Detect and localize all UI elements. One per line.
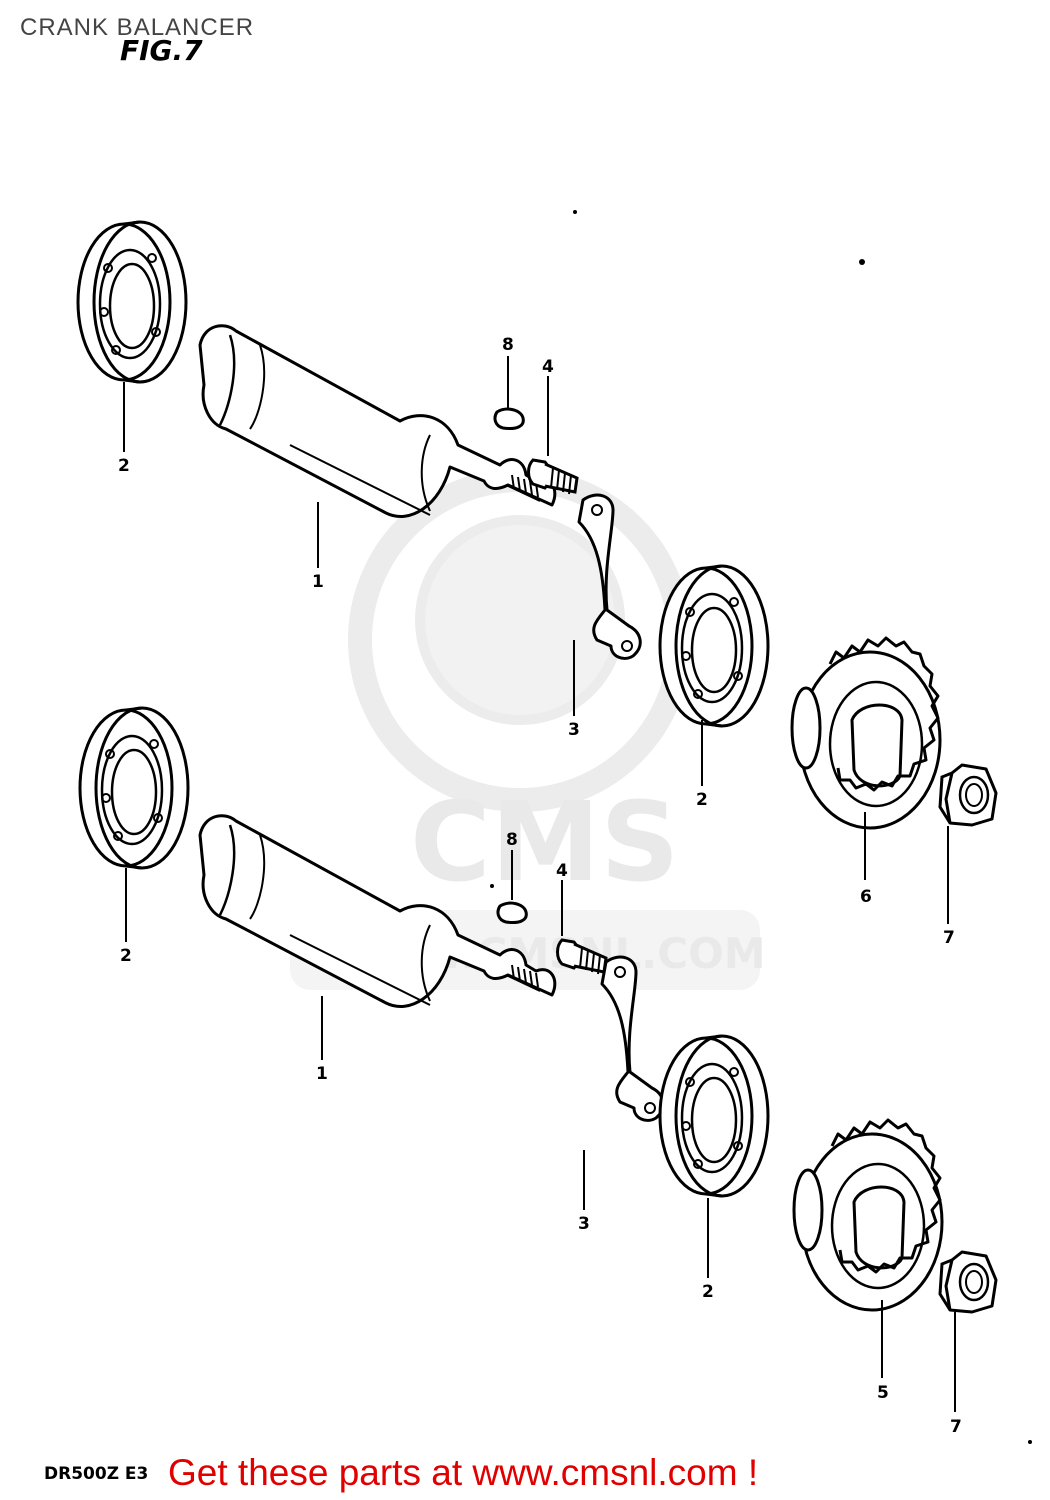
stray-dot bbox=[859, 259, 865, 265]
watermark-brand: CMS bbox=[410, 778, 679, 906]
callout-lower-key: 8 bbox=[506, 830, 518, 850]
lower-right-bearing bbox=[658, 1034, 770, 1198]
callout-upper-key: 8 bbox=[502, 335, 514, 355]
stray-dot bbox=[490, 884, 494, 888]
lower-left-bearing bbox=[78, 706, 190, 870]
callout-lower-lock-washer: 3 bbox=[578, 1214, 590, 1234]
callout-lower-bearing-left: 2 bbox=[120, 946, 132, 966]
model-code: DR500Z E3 bbox=[44, 1464, 149, 1484]
callout-upper-bearing-left: 2 bbox=[118, 456, 130, 476]
callout-upper-nut: 7 bbox=[943, 928, 955, 948]
lower-leader-lines bbox=[125, 850, 956, 1412]
lower-nut bbox=[938, 1250, 998, 1314]
stray-dot bbox=[1028, 1440, 1032, 1444]
lower-woodruff-key bbox=[496, 901, 528, 925]
callout-upper-gear: 6 bbox=[860, 887, 872, 907]
callout-lower-shaft: 1 bbox=[316, 1064, 328, 1084]
callout-lower-gear: 5 bbox=[877, 1383, 889, 1403]
upper-assembly: 2 1 8 4 3 2 6 7 bbox=[76, 220, 998, 948]
stray-dot bbox=[573, 210, 577, 214]
page-title: CRANK BALANCER bbox=[20, 14, 255, 41]
callout-upper-shaft: 1 bbox=[312, 572, 324, 592]
callout-upper-lock-washer: 3 bbox=[568, 720, 580, 740]
upper-woodruff-key bbox=[493, 407, 525, 431]
callout-lower-nut: 7 bbox=[950, 1417, 962, 1437]
get-parts-link[interactable]: Get these parts at www.cmsnl.com ! bbox=[168, 1452, 759, 1493]
upper-leader-lines bbox=[123, 356, 949, 924]
callout-lower-bolt: 4 bbox=[556, 861, 568, 881]
callout-upper-bearing-right: 2 bbox=[696, 790, 708, 810]
callout-lower-bearing-right: 2 bbox=[702, 1282, 714, 1302]
upper-balancer-gear bbox=[790, 636, 942, 830]
callout-upper-bolt: 4 bbox=[542, 357, 554, 377]
lower-assembly: 2 1 8 4 3 2 5 7 bbox=[78, 706, 998, 1437]
upper-nut bbox=[938, 763, 998, 827]
upper-right-bearing bbox=[658, 564, 770, 728]
lower-balancer-gear bbox=[792, 1118, 944, 1312]
figure-label: FIG.7 bbox=[120, 34, 203, 67]
upper-left-bearing bbox=[76, 220, 188, 384]
